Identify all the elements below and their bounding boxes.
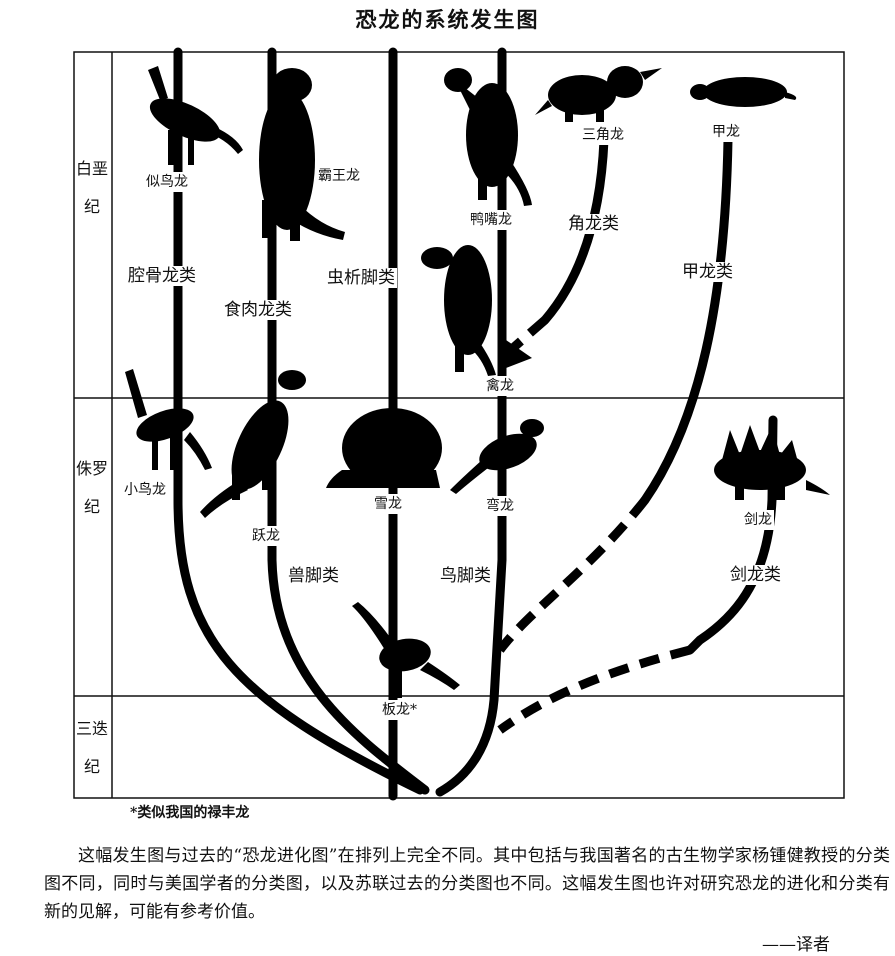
triceratops-icon	[535, 66, 662, 122]
group-label-theropods: 虫析脚类	[325, 268, 397, 288]
group-label-stegosaurs: 剑龙类	[728, 565, 783, 585]
group-label-carnosaurs: 食肉龙类	[222, 300, 294, 320]
group-label-beast-feet: 兽脚类	[286, 566, 341, 586]
ceratopsian-line	[540, 135, 609, 325]
hadrosaurus-icon	[444, 68, 532, 206]
group-label-ankylosaurs: 甲龙类	[680, 262, 735, 282]
species-label-triceratops: 三角龙	[580, 125, 626, 145]
ornithomimus-icon	[148, 66, 243, 165]
brontosaurus-icon	[326, 408, 442, 488]
ankylosaur-dashed-link	[496, 497, 649, 653]
group-label-bird-feet: 鸟脚类	[438, 566, 493, 586]
group-label-coelurosaurs: 腔骨龙类	[126, 266, 198, 286]
stegosaurus-icon	[714, 425, 830, 500]
ankylosaurus-icon	[690, 77, 797, 107]
chart-frame	[73, 51, 845, 799]
period-triassic: 三迭纪	[75, 719, 108, 776]
species-label-tyrannosaurus: 霸王龙	[316, 166, 362, 186]
iguanodon-icon	[421, 245, 496, 376]
plateosaurus-icon	[352, 602, 460, 698]
uncertain-links	[496, 316, 692, 734]
group-label-ceratopsians: 角龙类	[566, 214, 621, 234]
footnote: *类似我国的禄丰龙	[130, 805, 250, 821]
camptosaurus-icon	[450, 419, 544, 494]
species-label-stegosaurus: 剑龙	[742, 510, 774, 530]
species-label-ornithomimus: 似鸟龙	[144, 172, 190, 192]
species-label-brontosaurus: 雪龙	[372, 494, 404, 514]
translator-signature: ——译者	[762, 935, 830, 955]
translator-note-paragraph: 这幅发生图与过去的“恐龙进化图”在排列上完全不同。其中包括与我国著名的古生物学家…	[44, 846, 890, 922]
allosaurus-icon	[200, 370, 306, 518]
species-label-allosaurus: 跃龙	[250, 526, 282, 546]
species-label-ankylosaurus: 甲龙	[710, 122, 742, 142]
dinosaur-silhouettes	[125, 66, 830, 698]
diagram-title: 恐龙的系统发生图	[355, 7, 540, 32]
species-label-iguanodon: 禽龙	[484, 376, 516, 396]
species-label-camptosaurus: 弯龙	[484, 496, 516, 516]
iguanodon-arrowhead	[506, 340, 532, 368]
species-label-hadrosaurus: 鸭嘴龙	[468, 210, 514, 230]
tyrannosaurus-icon	[259, 68, 345, 241]
ornithopod-line	[435, 47, 507, 797]
coelurosaur-line	[173, 47, 425, 795]
species-label-compsognathus: 小鸟龙	[122, 480, 168, 500]
stegosaur-dashed-link	[497, 645, 692, 734]
period-cretaceous: 白垩纪	[75, 159, 108, 216]
period-jurassic: 侏罗纪	[75, 459, 108, 516]
ankylosaur-line	[640, 135, 733, 505]
compsognathus-icon	[125, 369, 212, 470]
species-label-plateosaurus: 板龙*	[380, 700, 419, 720]
